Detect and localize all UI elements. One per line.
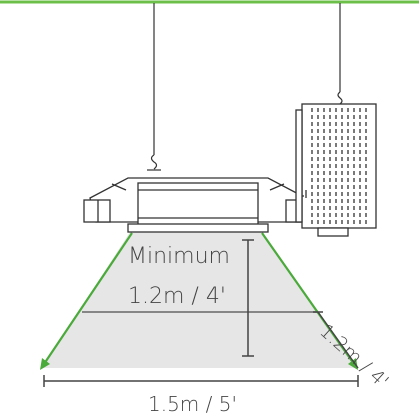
width-dimension xyxy=(43,375,359,387)
grow-light-reflector-icon xyxy=(83,177,313,233)
height-label: 1.2m / 4' xyxy=(128,284,226,309)
width-label: 1.5m / 5' xyxy=(148,392,237,416)
minimum-label: Minimum xyxy=(128,244,230,269)
diagonal-dimension xyxy=(313,311,359,369)
hanger-hook-icon xyxy=(147,91,343,171)
ballast-box-icon xyxy=(295,103,377,237)
coverage-area xyxy=(42,232,358,368)
height-dimension xyxy=(242,239,254,357)
